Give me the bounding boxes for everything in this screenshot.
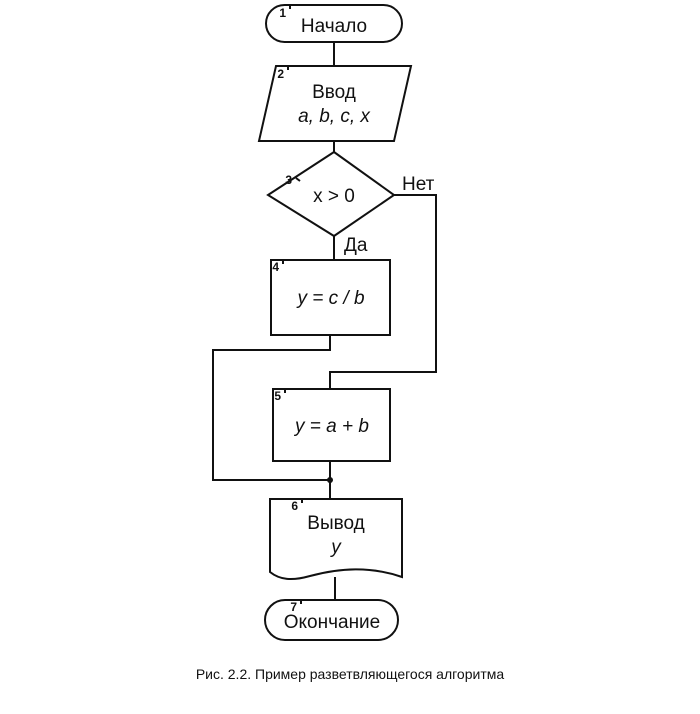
input-block: 2 Ввод a, b, c, x [257,65,413,142]
connector-no-branch [329,194,437,389]
output-block: 6 Вывод y [269,498,403,581]
process1-formula: y = c / b [295,288,364,309]
figure-caption: Рис. 2.2. Пример разветвляющегося алгори… [196,666,505,682]
input-vars: a, b, c, x [298,106,371,127]
condition-label: x > 0 [313,186,355,207]
condition-number: 3 [285,173,292,187]
connector-process1-merge [212,335,331,481]
condition-block: 3 x > 0 Нет Да [266,150,435,256]
output-value: y [329,537,342,558]
end-label: Окончание [284,612,381,633]
input-number: 2 [277,67,284,81]
output-number: 6 [291,499,298,513]
process2-number: 5 [274,389,281,403]
start-block: 1 Начало [265,4,403,43]
process2-formula: y = a + b [293,416,369,437]
end-block: 7 Окончание [264,599,399,641]
input-label: Ввод [312,82,356,103]
end-number: 7 [290,600,297,614]
junction-dot [327,477,333,483]
start-number: 1 [279,6,286,20]
start-label: Начало [301,16,367,37]
condition-yes-label: Да [344,235,368,256]
process-block-2: 5 y = a + b [272,388,391,462]
condition-no-label: Нет [402,174,435,195]
output-label: Вывод [307,513,364,534]
process1-number: 4 [272,260,279,274]
process-block-1: 4 y = c / b [270,259,391,336]
